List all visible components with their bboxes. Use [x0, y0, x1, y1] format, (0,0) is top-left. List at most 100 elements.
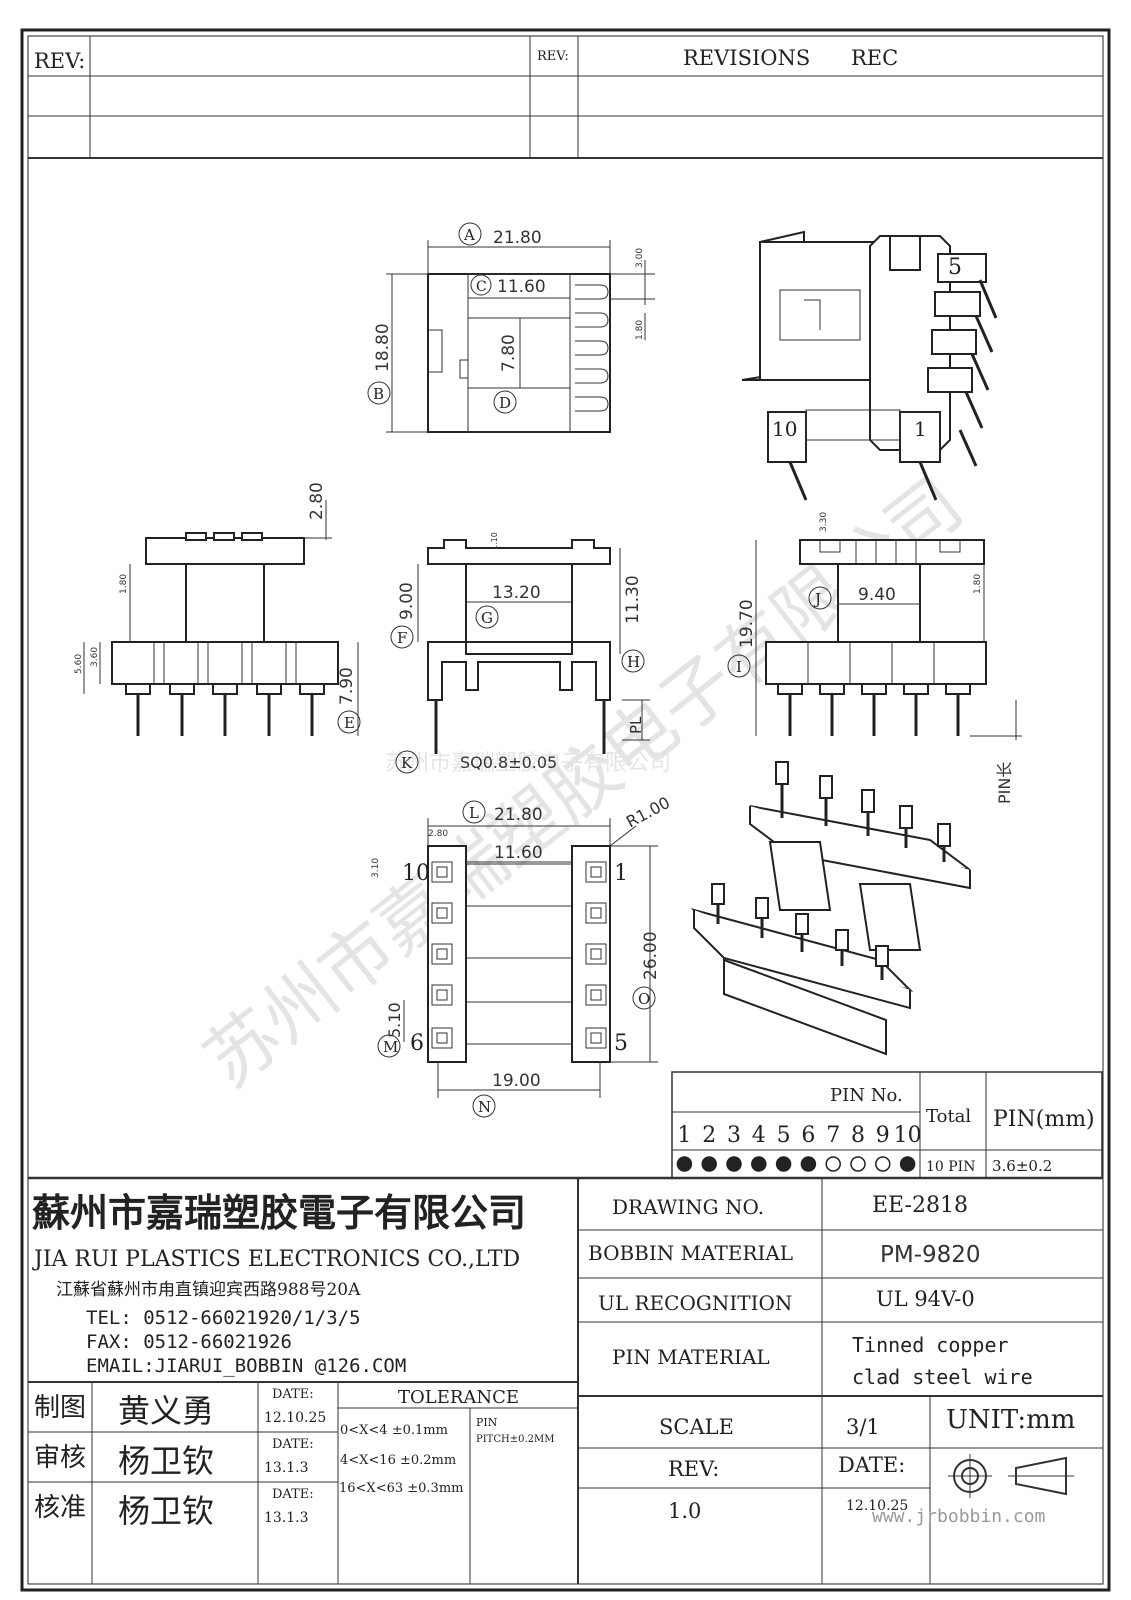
- pin-number-4: 4: [752, 1123, 766, 1148]
- iso-pin-5: 5: [948, 255, 962, 280]
- drawing-no: EE-2818: [872, 1193, 968, 1218]
- pin-number-2: 2: [702, 1123, 716, 1148]
- bottom-view: 10 1 6 5 L 21.80 2.80 11.60 R1.00 3.10 2…: [371, 793, 673, 1118]
- bottom-pin-6: 6: [410, 1031, 424, 1056]
- company-email: EMAIL:JIARUI_BOBBIN @126.COM: [86, 1355, 406, 1377]
- pin-status-1: [676, 1156, 693, 1172]
- pin-no-heading: PIN No.: [830, 1085, 903, 1106]
- dim-pin-length: PIN长: [995, 762, 1014, 804]
- ul-label: UL RECOGNITION: [598, 1291, 792, 1315]
- pin-number-7: 7: [826, 1123, 840, 1148]
- bottom-pin-10: 10: [402, 861, 430, 886]
- pin-status-5: [775, 1156, 792, 1172]
- circle-B: B: [373, 385, 384, 403]
- dim-3-60: 3.60: [90, 647, 100, 667]
- bottom-pin-1: 1: [614, 861, 628, 886]
- dim-PL: PL: [627, 716, 645, 734]
- approval-date-1: 13.1.3: [264, 1460, 309, 1476]
- scale-label: SCALE: [659, 1415, 734, 1439]
- circle-A: A: [463, 226, 475, 244]
- total-value: 10 PIN: [926, 1159, 975, 1175]
- approval-name-2: 杨卫钦: [118, 1492, 214, 1530]
- pin-number-5: 5: [777, 1123, 791, 1148]
- company-name-en: JIA RUI PLASTICS ELECTRONICS CO.,LTD: [32, 1247, 520, 1272]
- tolerance-title: TOLERANCE: [398, 1387, 519, 1408]
- approval-date-label-1: DATE:: [272, 1437, 314, 1452]
- isometric-view-1: 5 10 1: [741, 230, 998, 501]
- projection-symbol-icon: [948, 1454, 1074, 1498]
- dim-O: 26.00: [641, 931, 661, 980]
- pin-mm-label: PIN(mm): [993, 1107, 1095, 1132]
- rev-label-title: REV:: [668, 1457, 719, 1481]
- approval-date-2: 13.1.3: [264, 1510, 309, 1526]
- unit-label: UNIT:mm: [946, 1405, 1075, 1435]
- circle-C: C: [476, 279, 487, 295]
- dim-7-90: 7.90: [337, 667, 357, 705]
- rev-value: 1.0: [668, 1499, 701, 1523]
- bobbin-material: PM-9820: [880, 1242, 981, 1268]
- bottom-pin-5: 5: [614, 1031, 628, 1056]
- pin-number-1: 1: [677, 1123, 691, 1148]
- approval-name-1: 杨卫钦: [118, 1442, 214, 1480]
- end-view: 3.30 9.40 J 19.70 I 1.80 PIN长: [727, 512, 1022, 804]
- dim-13-20: 13.20: [492, 583, 541, 603]
- dim-9-00: 9.00: [397, 582, 417, 620]
- pin-status-6: [800, 1156, 817, 1172]
- pin-status-3: [726, 1156, 742, 1172]
- front-view: 2.80 1.80 5.60 3.60 7.90 E: [74, 482, 361, 736]
- bottom-right-pads: [585, 861, 607, 1049]
- dim-11-60b: 11.60: [494, 843, 543, 863]
- sheet-inner-border: [27, 35, 1104, 1585]
- circle-O: O: [638, 990, 650, 1008]
- circle-J: J: [813, 590, 821, 608]
- rev-label: REV:: [34, 49, 85, 73]
- date-value: 12.10.25: [846, 1498, 908, 1514]
- pin-number-3: 3: [727, 1123, 741, 1148]
- circle-D: D: [499, 394, 511, 412]
- dim-B: 18.80: [373, 323, 393, 372]
- pin-number-8: 8: [851, 1123, 865, 1148]
- dim-2-80b: 2.80: [428, 829, 448, 839]
- approval-role-1: 审核: [34, 1443, 86, 1473]
- pin-material-line-1: Tinned copper: [852, 1333, 1009, 1357]
- ul-value: UL 94V-0: [876, 1287, 975, 1311]
- approval-date-label-2: DATE:: [272, 1487, 314, 1502]
- dim-1-80c: 1.80: [973, 574, 983, 594]
- dim-5-60: 5.60: [74, 654, 84, 674]
- bottom-left-pads: [431, 861, 453, 1049]
- bobbin-material-label: BOBBIN MATERIAL: [588, 1241, 793, 1265]
- approval-date-label-0: DATE:: [272, 1387, 314, 1402]
- tolerance-pin-pitch: PITCH±0.2MM: [476, 1434, 554, 1445]
- circle-N: N: [478, 1098, 491, 1116]
- circle-E: E: [344, 714, 355, 732]
- pin-status-8: [850, 1156, 866, 1172]
- dim-1-80a: 1.80: [635, 320, 645, 340]
- dim-11-30: 11.30: [623, 575, 643, 624]
- circle-M: M: [383, 1038, 398, 1056]
- circle-K: K: [401, 754, 413, 772]
- dim-N: 19.00: [492, 1071, 541, 1091]
- dim-7-80: 7.80: [499, 334, 519, 372]
- dim-M: 5.10: [385, 1002, 404, 1038]
- circle-H: H: [627, 653, 640, 671]
- pin-status-9: [875, 1156, 891, 1172]
- top-view: A 21.80 C 11.60 7.80 D 18.80 B 3.00 1.80: [367, 222, 655, 433]
- date-label: DATE:: [838, 1453, 905, 1477]
- circle-F: F: [397, 629, 407, 647]
- circle-I: I: [736, 658, 742, 676]
- circle-G: G: [481, 609, 493, 627]
- company-fax: FAX: 0512-66021926: [86, 1331, 292, 1353]
- dim-A: 21.80: [493, 228, 542, 248]
- dim-C: 11.60: [497, 277, 546, 297]
- title-block: 蘇州市嘉瑞塑胶電子有限公司 JIA RUI PLASTICS ELECTRONI…: [28, 1176, 1103, 1584]
- approval-role-2: 核准: [34, 1493, 86, 1523]
- isometric-view-2: [690, 761, 971, 1056]
- approval-role-0: 制图: [34, 1393, 86, 1423]
- tolerance-row-0: 0<X<4 ±0.1mm: [340, 1423, 448, 1438]
- company-address: 江蘇省蘇州市甪直镇迎宾西路988号20A: [56, 1280, 361, 1300]
- dim-1-10: 1.10: [490, 532, 499, 550]
- pin-status-10: [899, 1156, 916, 1172]
